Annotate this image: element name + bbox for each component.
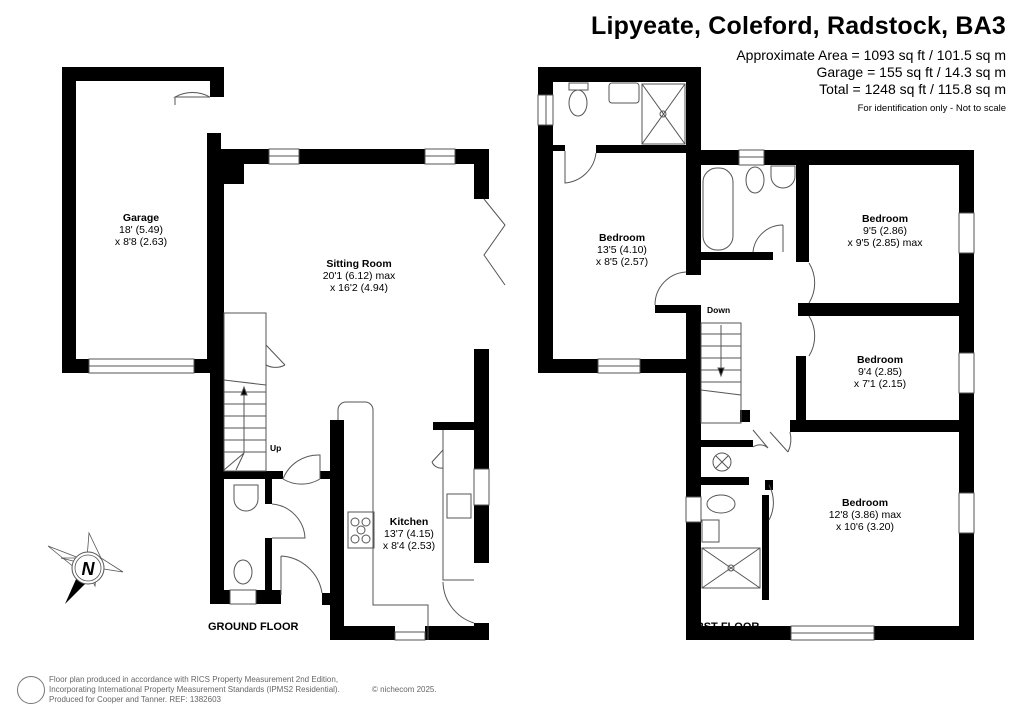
room-dim2: x 9'5 (2.85) max: [847, 237, 923, 249]
area-summary: Approximate Area = 1093 sq ft / 101.5 sq…: [736, 47, 1006, 98]
room-dim1: 12'8 (3.86) max: [828, 509, 902, 521]
room-dim1: 13'5 (4.10): [597, 244, 647, 256]
footer-line-1: Floor plan produced in accordance with R…: [49, 675, 339, 684]
first-floor-walls: [538, 67, 974, 640]
ground-floor-label: GROUND FLOOR: [208, 621, 299, 633]
person-scale-icon: [17, 676, 45, 704]
room-dim2: x 8'8 (2.63): [114, 236, 168, 248]
first-floor-fixtures: [537, 82, 975, 641]
room-label-sitting-room: Sitting Room 20'1 (6.12) max x 16'2 (4.9…: [323, 258, 396, 294]
area-total: Total = 1248 sq ft / 115.8 sq m: [819, 81, 1006, 97]
room-dim1: 18' (5.49): [118, 224, 164, 236]
room-name: Bedroom: [856, 354, 904, 366]
room-name: Bedroom: [598, 232, 646, 244]
room-name: Sitting Room: [326, 258, 392, 270]
north-compass-icon: N: [47, 531, 124, 604]
footer-line-2: Incorporating International Property Mea…: [49, 685, 340, 694]
room-label-bedroom-1: Bedroom 13'5 (4.10) x 8'5 (2.57): [596, 232, 648, 268]
stairs-down-note: Down: [707, 305, 731, 315]
stairs-up-note: Up: [270, 443, 282, 453]
room-name: Garage: [122, 212, 160, 224]
room-name: Bedroom: [841, 497, 889, 509]
ground-floor-fixtures: [88, 91, 506, 641]
room-label-kitchen: Kitchen 13'7 (4.15) x 8'4 (2.53): [383, 516, 435, 552]
room-dim1: 9'4 (2.85): [857, 366, 903, 378]
room-dim2: x 16'2 (4.94): [329, 282, 389, 294]
scale-disclaimer: For identification only - Not to scale: [857, 103, 1006, 114]
room-label-bedroom-3: Bedroom 9'4 (2.85) x 7'1 (2.15): [854, 354, 906, 390]
room-name: Bedroom: [861, 213, 909, 225]
ground-floor-walls: [62, 67, 489, 640]
room-name: Kitchen: [389, 516, 429, 528]
area-garage: Garage = 155 sq ft / 14.3 sq m: [816, 64, 1007, 80]
compass-letter: N: [82, 559, 96, 579]
copyright: © nichecom 2025.: [372, 685, 437, 694]
room-dim1: 13'7 (4.15): [384, 528, 434, 540]
room-label-bedroom-4: Bedroom 12'8 (3.86) max x 10'6 (3.20): [829, 497, 902, 533]
room-dim2: x 8'5 (2.57): [595, 256, 649, 268]
room-dim2: x 10'6 (3.20): [835, 521, 895, 533]
property-title: Lipyeate, Coleford, Radstock, BA3: [590, 12, 1006, 40]
first-floor-label: FIRST FLOOR: [686, 621, 760, 633]
area-approximate: Approximate Area = 1093 sq ft / 101.5 sq…: [736, 47, 1006, 63]
footer-notes: Floor plan produced in accordance with R…: [49, 675, 340, 705]
room-dim2: x 7'1 (2.15): [853, 378, 907, 390]
room-label-bedroom-2: Bedroom 9'5 (2.86) x 9'5 (2.85) max: [848, 213, 923, 249]
room-dim1: 20'1 (6.12) max: [322, 270, 396, 282]
room-label-garage: Garage 18' (5.49) x 8'8 (2.63): [115, 212, 167, 248]
room-dim2: x 8'4 (2.53): [382, 540, 436, 552]
room-dim1: 9'5 (2.86): [862, 225, 908, 237]
footer-line-3: Produced for Cooper and Tanner. REF: 138…: [49, 695, 221, 704]
